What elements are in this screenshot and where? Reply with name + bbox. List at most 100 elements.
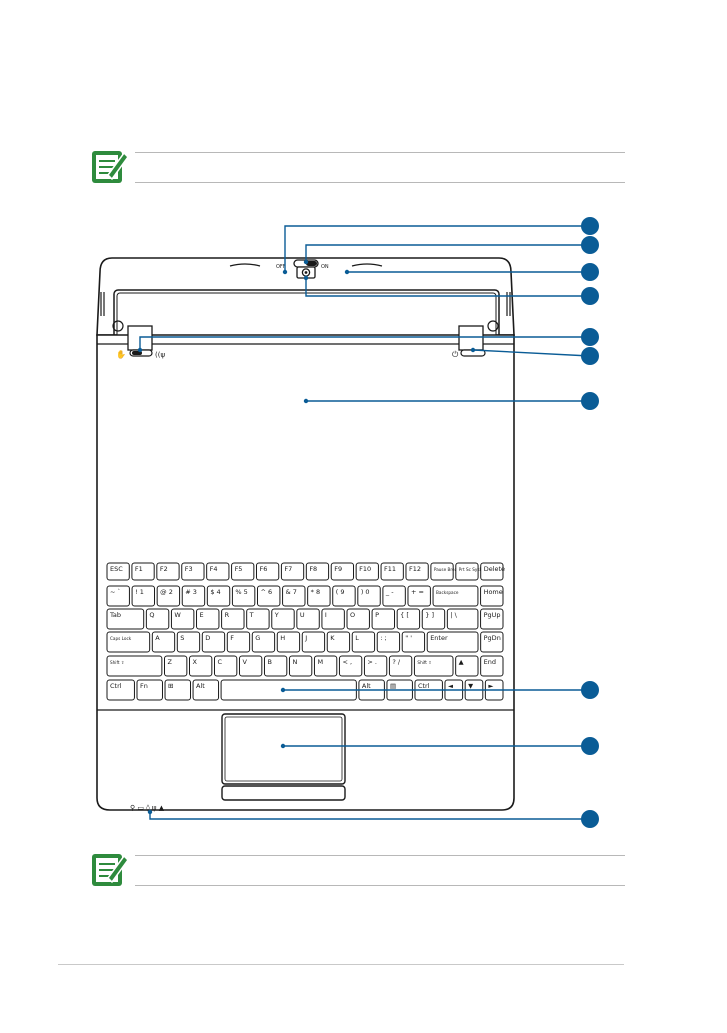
key-2-2-label: ! 1: [135, 588, 144, 596]
key-5-4-label: C: [217, 658, 222, 666]
key-1-16: [480, 562, 504, 581]
key-3-6: [246, 608, 270, 630]
key-2-13: [407, 585, 431, 607]
key-2-6-label: % 5: [235, 588, 247, 596]
key-1-13: [405, 562, 429, 581]
callout-dot-camera-shutter: [581, 236, 599, 254]
key-6-2: [136, 679, 163, 701]
key-5-5: [238, 655, 263, 677]
callout-line-microphone: [284, 225, 590, 272]
key-2-15-label: Home: [484, 588, 503, 596]
key-3-14-label: | \: [450, 611, 457, 619]
key-3-15-label: PgUp: [484, 611, 501, 619]
callout-dot-camera-indicator: [581, 263, 599, 281]
key-3-3: [170, 608, 195, 630]
lid-vent-left: [229, 263, 261, 267]
key-3-5-label: R: [225, 611, 230, 619]
key-5-13: [455, 655, 479, 677]
key-3-8-label: U: [300, 611, 305, 619]
key-1-14: [430, 562, 454, 581]
key-6-1: [106, 679, 135, 701]
key-3-7-label: Y: [274, 611, 279, 619]
callout-dot-keyboard: [581, 681, 599, 699]
callout-dot-camera: [581, 287, 599, 305]
key-5-8: [313, 655, 338, 677]
key-5-2: [164, 655, 188, 677]
callout-dot-display-panel: [581, 392, 599, 410]
callout-line-status-indicators: [149, 812, 590, 820]
key-3-2: [145, 608, 170, 630]
key-4-12: [401, 631, 426, 653]
note-pencil-icon: [90, 850, 130, 888]
key-4-8: [301, 631, 326, 653]
key-3-11-label: P: [375, 611, 379, 619]
key-5-13-label: ▲: [459, 658, 464, 666]
key-5-2-label: Z: [168, 658, 173, 666]
key-5-12: [413, 655, 454, 677]
key-1-14-label: Pause Break: [434, 567, 460, 572]
key-6-4: [192, 679, 220, 701]
callout-anchor-keyboard: [280, 687, 286, 693]
key-6-4-label: Alt: [196, 682, 205, 690]
callout-line-camera: [305, 278, 590, 297]
key-3-15: [480, 608, 504, 630]
key-4-4: [201, 631, 226, 653]
key-3-4-label: E: [200, 611, 204, 619]
key-2-8: [282, 585, 306, 607]
key-1-5-label: F4: [210, 565, 218, 573]
key-4-10-label: L: [355, 634, 359, 642]
key-3-3-label: W: [174, 611, 181, 619]
key-3-7: [271, 608, 295, 630]
key-4-6-label: G: [255, 634, 260, 642]
key-5-4: [213, 655, 238, 677]
lid-vent-right: [351, 263, 383, 267]
key-6-2-label: Fn: [140, 682, 148, 690]
key-1-1-label: ESC: [110, 565, 123, 573]
note-bottom-rule-lower: [135, 885, 625, 886]
key-6-3: [164, 679, 192, 701]
key-5-14-label: End: [484, 658, 496, 666]
callout-line-wireless-switch: [139, 336, 590, 350]
key-2-7: [256, 585, 281, 607]
key-1-16-label: Delete: [484, 565, 505, 573]
callout-anchor-touchpad: [280, 743, 286, 749]
key-1-6: [231, 562, 255, 581]
key-3-9: [321, 608, 345, 630]
key-4-5: [226, 631, 251, 653]
hinge-right: [458, 325, 484, 351]
key-5-5-label: V: [242, 658, 247, 666]
key-4-4-label: D: [205, 634, 210, 642]
key-2-3-label: @ 2: [160, 588, 173, 596]
touchpad: [221, 713, 346, 785]
key-6-9-label: ◄: [448, 682, 453, 690]
svg-text:⏻: ⏻: [452, 350, 459, 359]
key-4-14-label: PgDn: [484, 634, 501, 642]
key-4-7-label: H: [280, 634, 285, 642]
key-2-4: [181, 585, 206, 607]
key-5-12-label: Shift ⇧: [417, 660, 431, 665]
key-3-10: [346, 608, 370, 630]
key-5-9-label: < ,: [342, 658, 352, 666]
key-5-14: [480, 655, 504, 677]
key-3-9-label: I: [325, 611, 327, 619]
key-6-11-label: ►: [488, 682, 493, 690]
key-3-6-label: T: [249, 611, 254, 619]
status-indicators: ♀ ▭ ◊ ψ ▲: [130, 804, 165, 812]
key-3-11: [371, 608, 396, 630]
key-2-15: [480, 585, 504, 607]
key-1-5: [206, 562, 230, 581]
callout-anchor-wireless-switch: [137, 347, 143, 353]
touchpad-button: [221, 785, 346, 801]
key-1-2-label: F1: [135, 565, 143, 573]
key-4-2-label: A: [155, 634, 160, 642]
key-3-4: [196, 608, 220, 630]
key-2-13-label: + =: [411, 588, 424, 596]
key-2-2: [131, 585, 156, 607]
key-2-7-label: ^ 6: [260, 588, 272, 596]
key-1-9: [305, 562, 330, 581]
svg-text:✋: ✋: [116, 349, 126, 359]
key-1-1: [106, 562, 130, 581]
key-3-14: [446, 608, 479, 630]
note-top-rule-upper: [135, 152, 625, 153]
key-2-3: [156, 585, 181, 607]
